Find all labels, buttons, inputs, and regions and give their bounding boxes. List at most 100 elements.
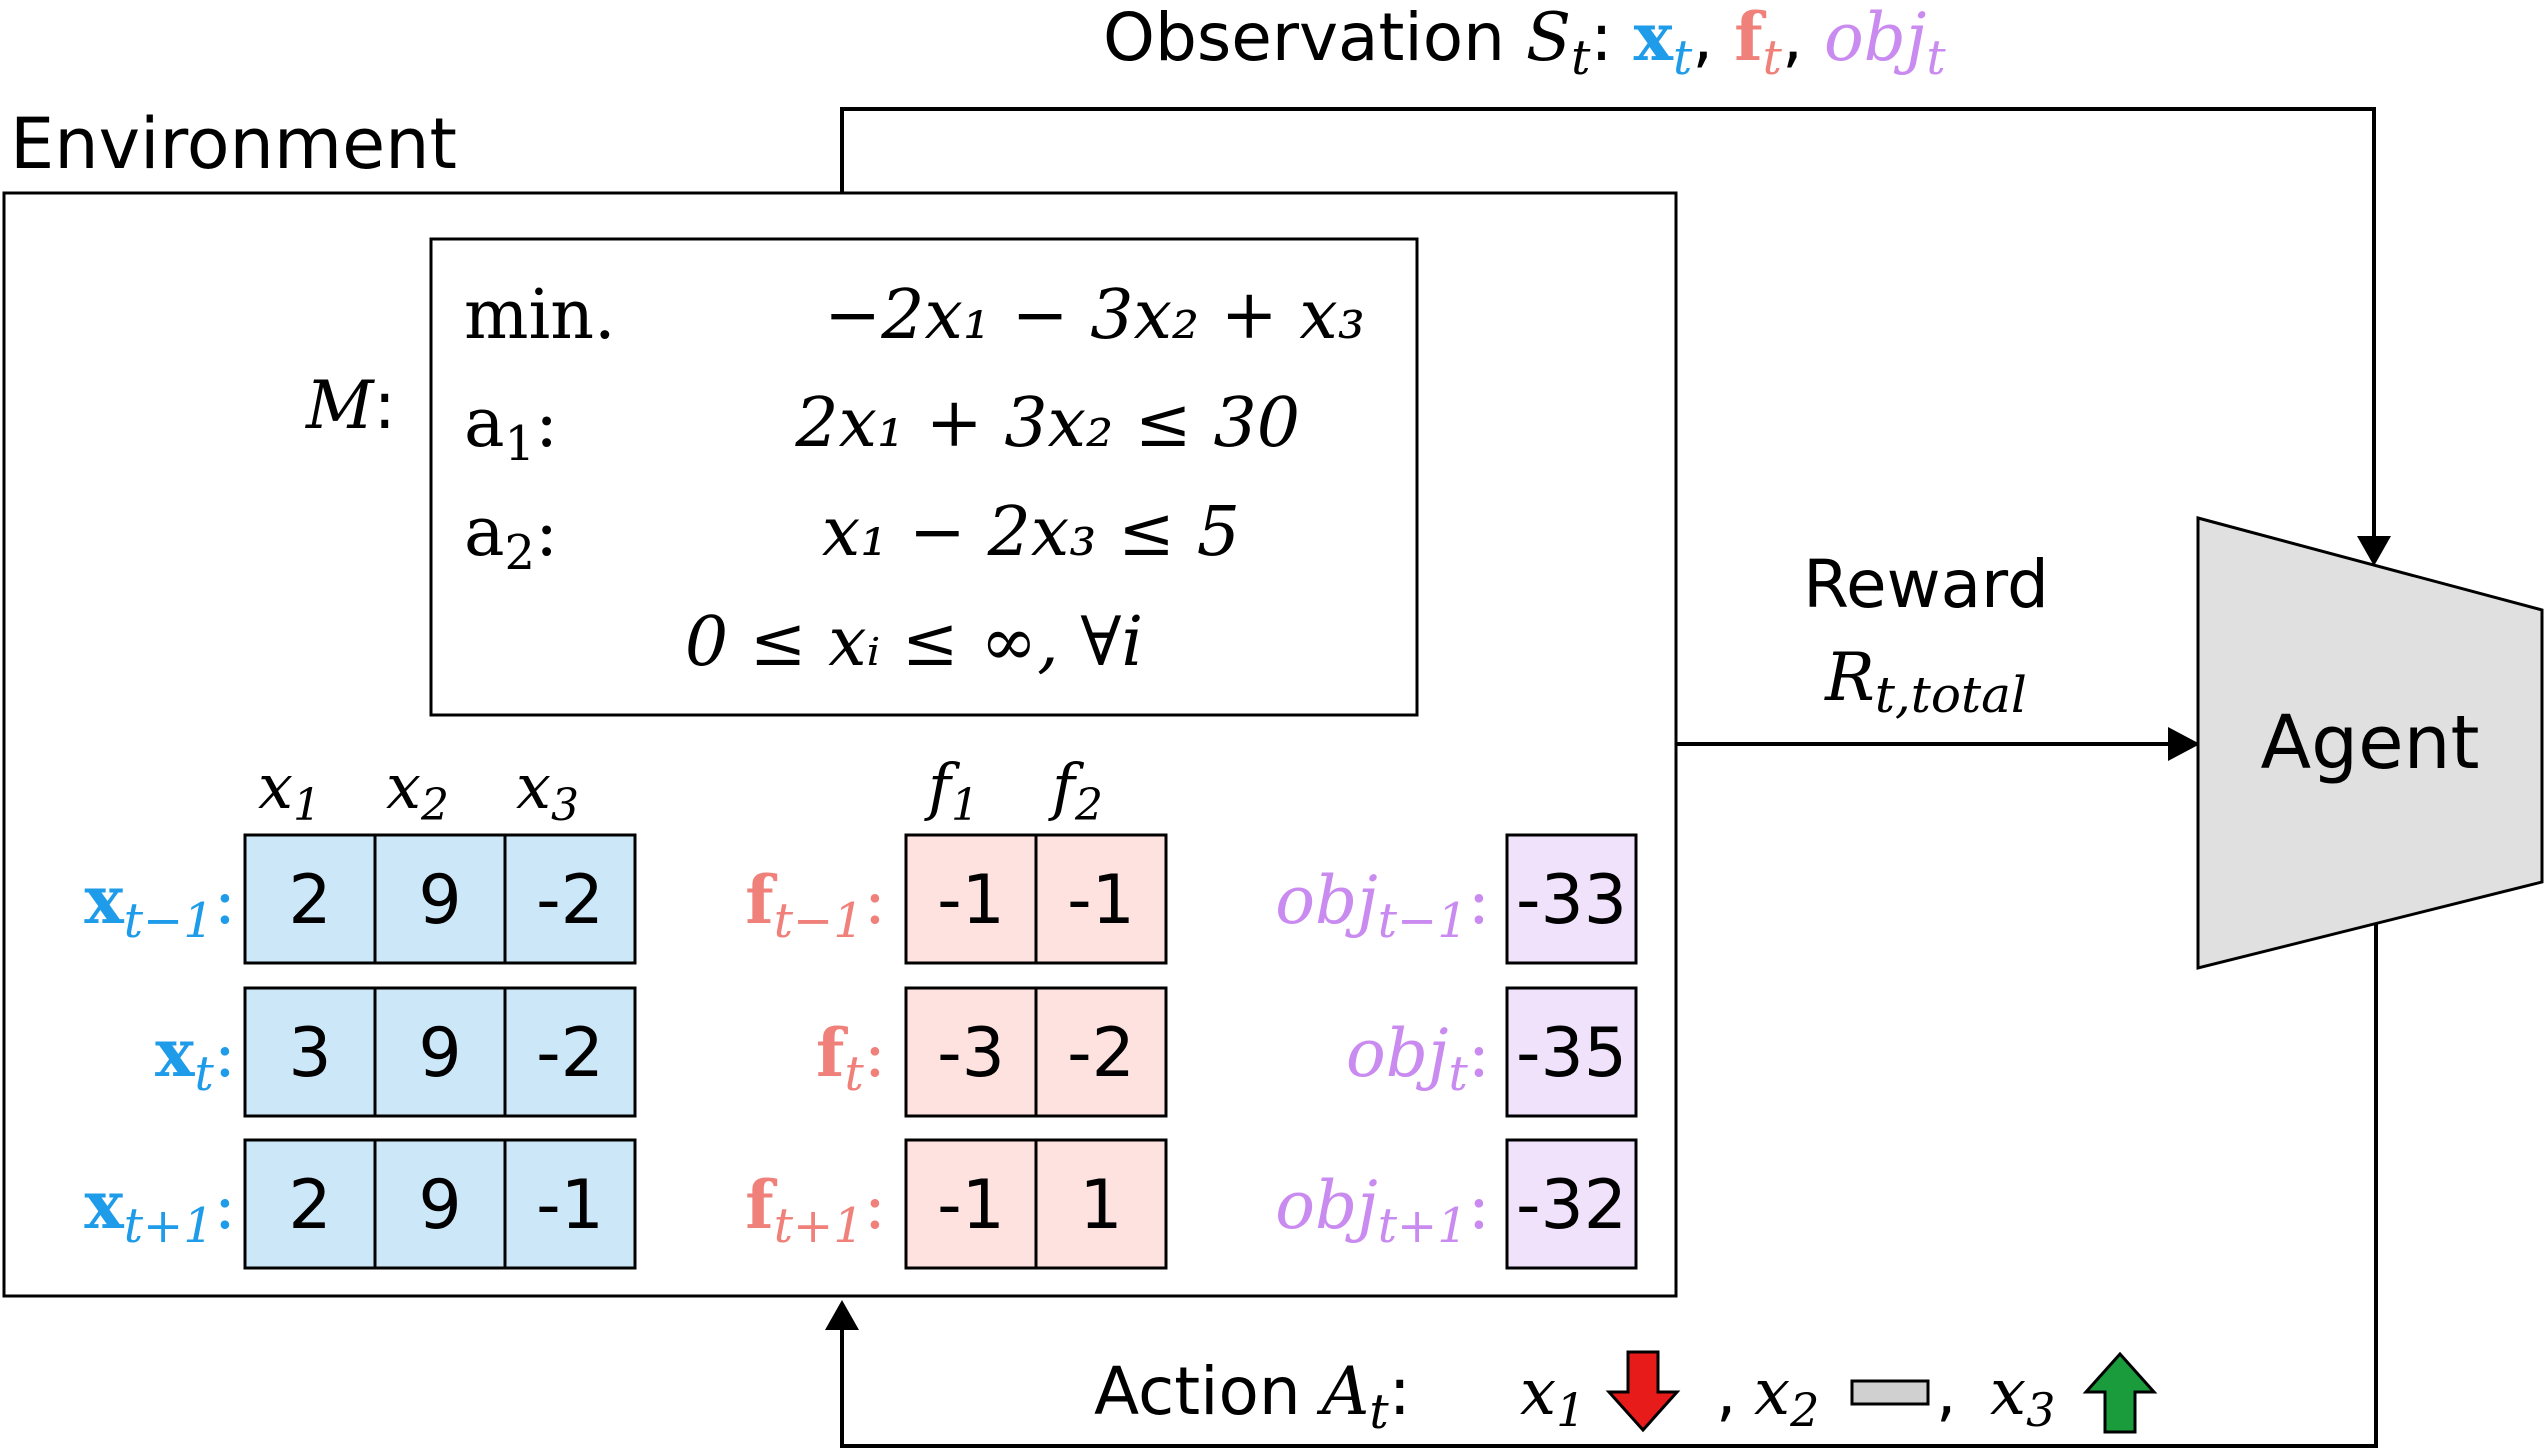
model-line-constraint-2: a2: x₁ − 2x₃ ≤ 5 [464, 493, 1240, 581]
svg-text:f1: f1 [924, 750, 979, 831]
reward-arrowhead [2168, 727, 2200, 761]
x-row-1-col-1-value: 9 [418, 1014, 461, 1093]
obj-row-0-value: -33 [1516, 861, 1627, 940]
reward-symbol-sub: t,total [1875, 666, 2027, 724]
model-line-constraint-1: a1: 2x₁ + 3x₂ ≤ 30 [464, 384, 1300, 472]
x-row-2-col-0-cell [243, 1138, 377, 1270]
f-row-0-col-0-value: -1 [937, 861, 1005, 940]
f-row-1-col-1-cell [1034, 986, 1168, 1118]
hold-bar-icon [1850, 1379, 1930, 1406]
observation-symbol: S [1526, 0, 1571, 76]
x-row-2-col-2-cell [503, 1138, 637, 1270]
obj-row-label-2: objt+1: [1275, 1167, 1490, 1254]
obj-row-label-1: objt: [1346, 1015, 1490, 1102]
model-objective-expr: −2x₁ − 3x₂ + x₃ [824, 276, 1365, 355]
reward-symbol: R [1824, 639, 1875, 716]
svg-text:x3: x3 [1990, 1356, 2055, 1437]
observation-f-sub: t [1763, 30, 1783, 86]
f-row-2-col-1-cell [1034, 1138, 1168, 1270]
svg-text:,: , [1716, 1356, 1736, 1430]
observation-f: f [1734, 0, 1766, 76]
svg-text:M:: M: [305, 367, 396, 444]
f-row-1-col-0-cell [904, 986, 1038, 1118]
x-row-0-col-1-cell [373, 833, 507, 965]
action-prefix: Action [1094, 1353, 1301, 1430]
action-arrowhead [825, 1300, 859, 1330]
svg-text:a2:: a2: [464, 493, 558, 581]
f-row-1-col-0-value: -3 [937, 1014, 1005, 1093]
reward-text: Reward [1803, 546, 2049, 623]
agent-shape [2196, 516, 2544, 970]
environment-label: Environment [10, 103, 457, 185]
svg-text:,: , [1936, 1356, 1956, 1430]
svg-text:f2: f2 [1048, 750, 1103, 831]
svg-text:x3: x3 [516, 750, 579, 831]
x-row-0-col-0-cell [243, 833, 377, 965]
model-bounds-expr: 0 ≤ xᵢ ≤ ∞, ∀i [685, 603, 1143, 682]
f-row-2-col-0-value: -1 [937, 1166, 1005, 1245]
f-row-label-1: ft: [816, 1014, 886, 1102]
up-arrow-icon [2082, 1351, 2158, 1434]
model-line-objective: min. −2x₁ − 3x₂ + x₃ [464, 276, 1365, 355]
svg-text:a1:: a1: [464, 384, 558, 472]
svg-text:Rt,total: Rt,total [1824, 639, 2027, 724]
x-row-0-col-1-value: 9 [418, 861, 461, 940]
svg-text:Observation St:: Observation St: xt, ft, objt [1103, 0, 1946, 86]
x-row-2-col-2-value: -1 [536, 1166, 604, 1245]
observation-colon: : [1590, 0, 1612, 76]
model-line-bounds: 0 ≤ xᵢ ≤ ∞, ∀i [685, 603, 1143, 682]
agent-label: Agent [2260, 700, 2479, 786]
svg-text:min.: min. [464, 276, 616, 355]
model-label: M: [305, 367, 396, 444]
reward-label: Reward Rt,total [1803, 546, 2049, 724]
observation-x-sub: t [1673, 30, 1693, 86]
obj-row-2-cell [1505, 1138, 1638, 1270]
f-row-label-2: ft+1: [745, 1166, 886, 1254]
f-row-2-col-1-value: 1 [1079, 1166, 1122, 1245]
down-arrow-icon [1605, 1350, 1681, 1433]
action-symbol-sub: t [1369, 1384, 1389, 1440]
x-row-1-col-2-cell [503, 986, 637, 1118]
x-row-0-col-0-value: 2 [288, 861, 331, 940]
obj-row-1-cell [1505, 986, 1638, 1118]
x-row-0-col-2-value: -2 [536, 861, 604, 940]
x-row-label-0: xt−1: [84, 861, 236, 949]
obj-row-label-0: objt−1: [1275, 862, 1490, 949]
state-rows: xt−1: 2 9 -2 ft−1: -1 -1 objt−1: -33 xt: 3 9 -2 ft: -3… [84, 833, 1638, 1270]
f-row-1-col-1-value: -2 [1067, 1014, 1135, 1093]
x-row-1-col-0-value: 3 [288, 1014, 331, 1093]
x-row-2-col-0-value: 2 [288, 1166, 331, 1245]
svg-text:x1: x1 [1520, 1356, 1585, 1437]
observation-x: x [1634, 0, 1674, 76]
svg-text:x1: x1 [258, 750, 321, 831]
x-row-1-col-2-value: -2 [536, 1014, 604, 1093]
x-column-headers: x1 x2 x3 [258, 750, 579, 831]
action-symbol: A [1316, 1353, 1370, 1430]
svg-text:x2: x2 [386, 750, 449, 831]
svg-text:x2: x2 [1754, 1356, 1819, 1437]
x-row-1-col-1-cell [373, 986, 507, 1118]
observation-arrowhead [2357, 536, 2391, 566]
action-connector [840, 924, 2378, 1448]
observation-obj-sub: t [1926, 30, 1946, 86]
x-row-label-1: xt: [155, 1014, 236, 1102]
observation-obj: obj [1824, 0, 1926, 76]
model-box [429, 237, 1419, 717]
x-row-0-col-2-cell [503, 833, 637, 965]
obj-row-1-value: -35 [1516, 1014, 1627, 1093]
svg-text:Action At:: Action At: [1094, 1353, 1411, 1440]
observation-symbol-sub: t [1571, 30, 1591, 86]
obj-row-2-value: -32 [1516, 1166, 1627, 1245]
action-x1: x [1520, 1356, 1556, 1430]
f-row-0-col-1-value: -1 [1067, 861, 1135, 940]
f-row-label-0: ft−1: [745, 861, 886, 949]
f-column-headers: f1 f2 [924, 750, 1103, 831]
f-row-0-col-1-cell [1034, 833, 1168, 965]
model-constraint-1-expr: 2x₁ + 3x₂ ≤ 30 [794, 384, 1300, 463]
observation-title: Observation St: xt, ft, objt [1103, 0, 1946, 86]
x-row-2-col-1-cell [373, 1138, 507, 1270]
observation-connector [840, 107, 2376, 538]
action-x2: x [1754, 1356, 1790, 1430]
x-row-2-col-1-value: 9 [418, 1166, 461, 1245]
